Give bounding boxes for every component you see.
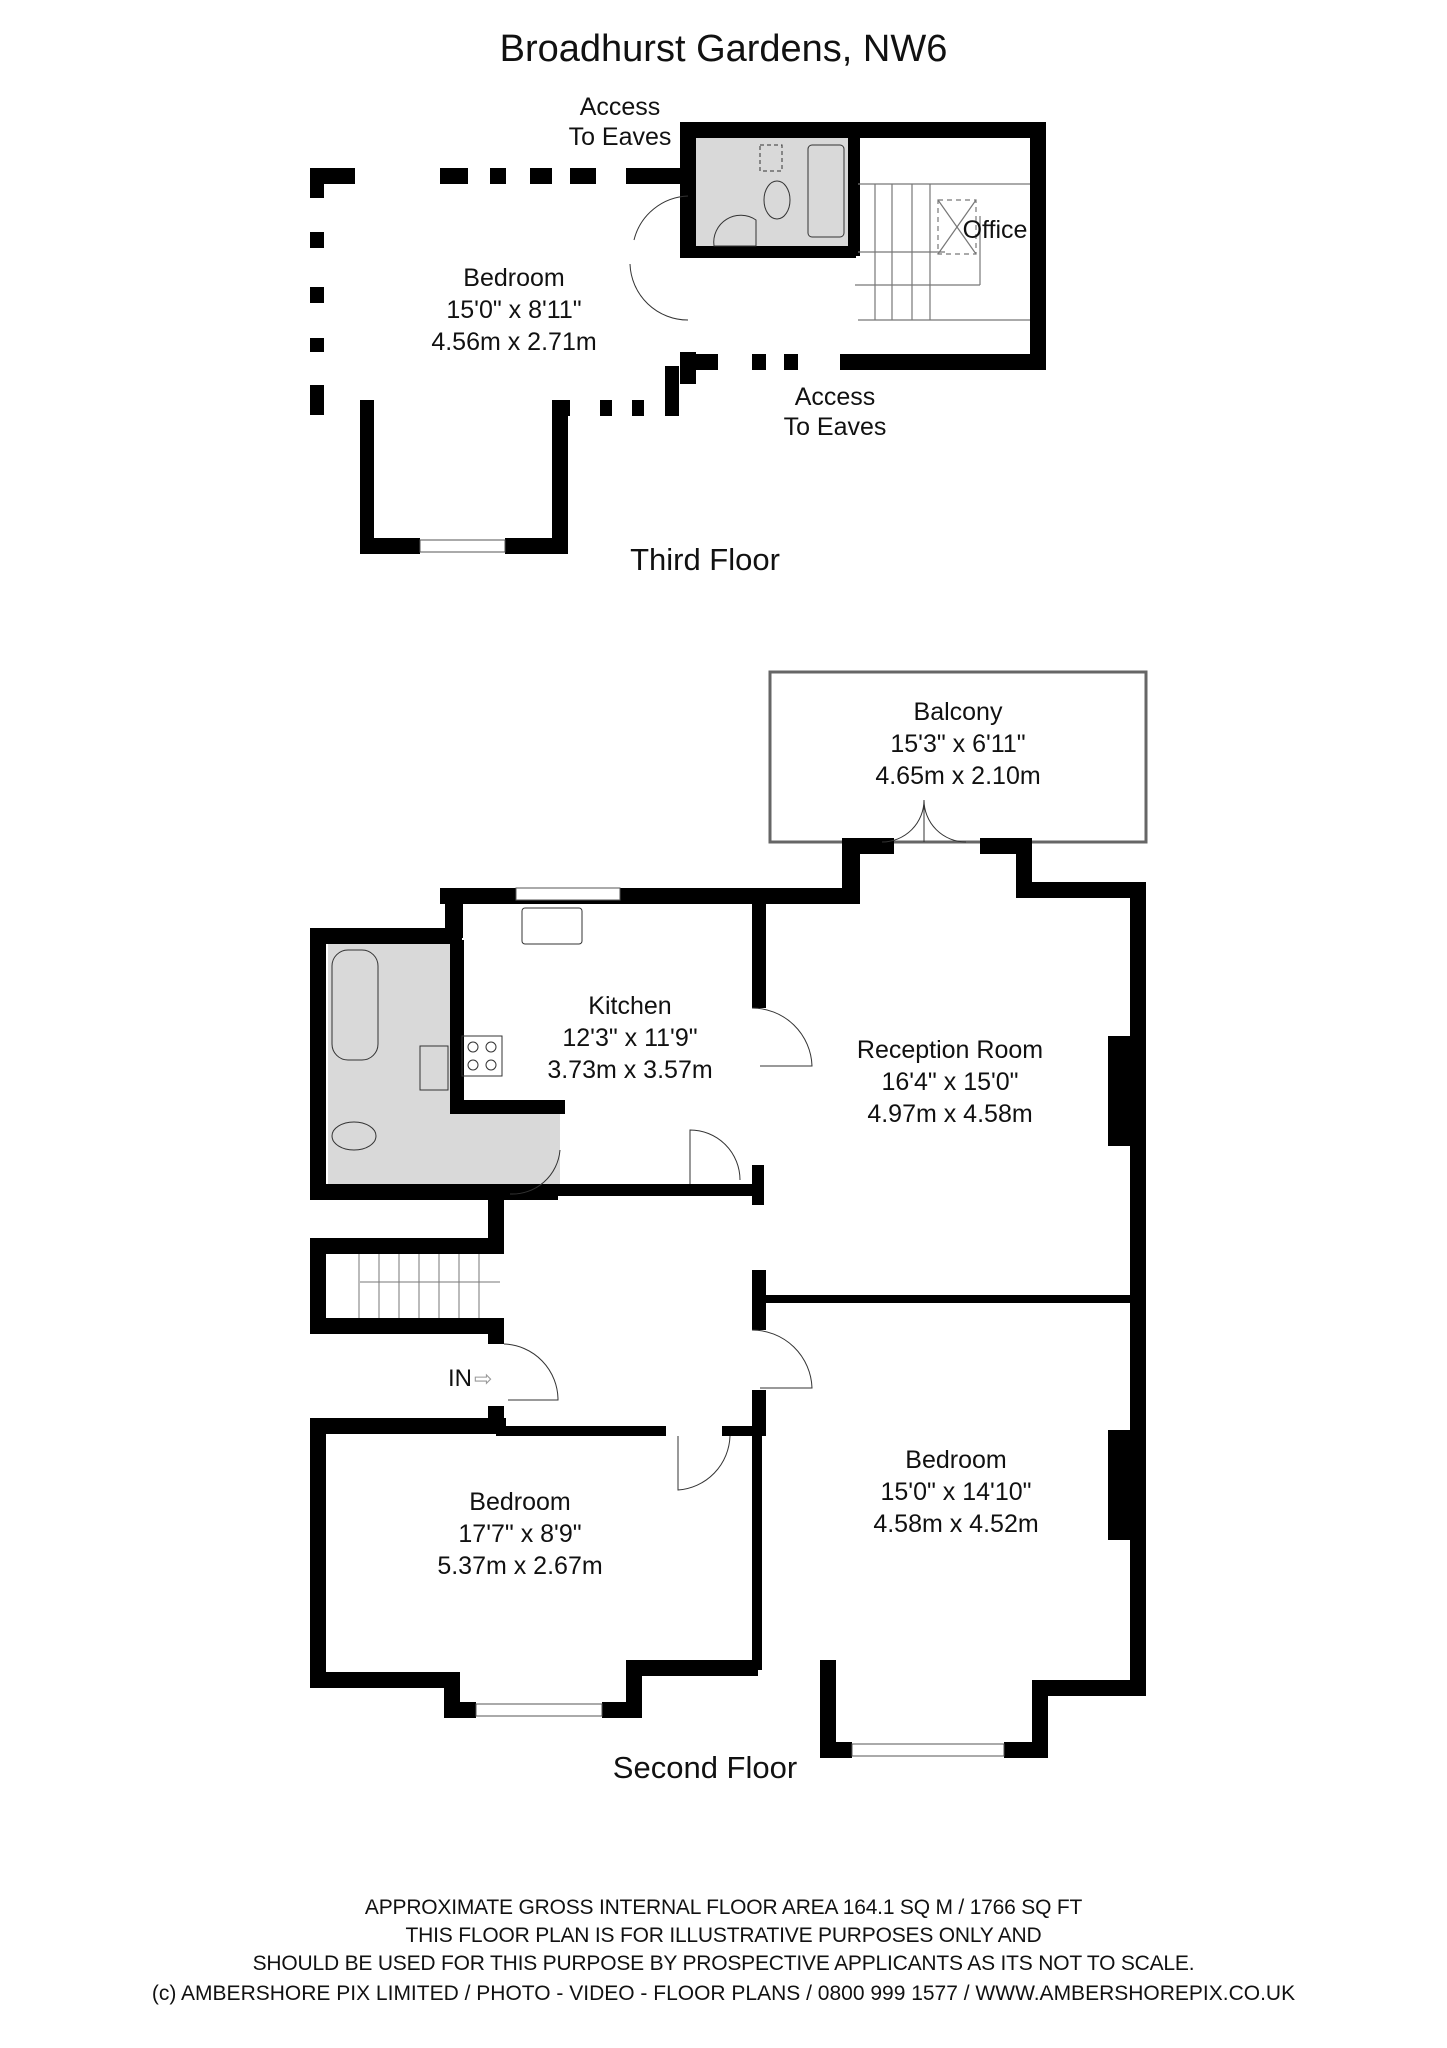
room-second-floor-bedroom-main: Bedroom 15'0" x 14'10" 4.58m x 4.52m bbox=[826, 1444, 1086, 1540]
room-dimensions-imperial: 17'7" x 8'9" bbox=[458, 1520, 582, 1548]
entrance-label: IN bbox=[448, 1365, 472, 1392]
floor-label-second: Second Floor bbox=[612, 1750, 798, 1785]
staircase-second-floor bbox=[358, 1254, 500, 1318]
annotation-line: To Eaves bbox=[568, 123, 672, 151]
annotation-line: To Eaves bbox=[783, 413, 887, 441]
entrance-marker: IN ⇨ bbox=[448, 1365, 492, 1393]
room-dimensions-imperial: 15'0" x 14'10" bbox=[880, 1478, 1032, 1506]
staircase-third-floor bbox=[855, 183, 1030, 321]
room-dimensions-imperial: 15'0" x 8'11" bbox=[446, 296, 582, 324]
room-dimensions-metric: 5.37m x 2.67m bbox=[437, 1552, 603, 1580]
room-dimensions-imperial: 12'3" x 11'9" bbox=[562, 1024, 698, 1052]
entrance-arrow-icon: ⇨ bbox=[474, 1366, 493, 1391]
shower-room-fill bbox=[695, 138, 855, 248]
room-dimensions-imperial: 15'3" x 6'11" bbox=[890, 730, 1026, 758]
room-dimensions-metric: 4.65m x 2.10m bbox=[875, 762, 1041, 790]
room-third-floor-bedroom: Bedroom 15'0" x 8'11" 4.56m x 2.71m bbox=[394, 262, 634, 358]
bathroom-fixtures bbox=[713, 144, 845, 247]
copyright-text: (c) AMBERSHORE PIX LIMITED / PHOTO - VID… bbox=[151, 1982, 1296, 2005]
footer-disclaimer: APPROXIMATE GROSS INTERNAL FLOOR AREA 16… bbox=[0, 1894, 1447, 1978]
room-reception: Reception Room 16'4" x 15'0" 4.97m x 4.5… bbox=[820, 1034, 1080, 1130]
access-to-eaves-label-top: Access To Eaves bbox=[560, 92, 680, 152]
room-dimensions-metric: 4.58m x 4.52m bbox=[873, 1510, 1039, 1538]
room-name: Kitchen bbox=[588, 992, 672, 1020]
floor-label-third: Third Floor bbox=[630, 542, 780, 577]
kitchen-bath-fixtures bbox=[331, 799, 967, 1491]
room-name: Reception Room bbox=[856, 1036, 1044, 1064]
page-title: Broadhurst Gardens, NW6 bbox=[499, 28, 948, 70]
room-dimensions-metric: 3.73m x 3.57m bbox=[547, 1056, 713, 1084]
room-kitchen: Kitchen 12'3" x 11'9" 3.73m x 3.57m bbox=[510, 990, 750, 1086]
disclaimer-line: SHOULD BE USED FOR THIS PURPOSE BY PROSP… bbox=[252, 1952, 1195, 1975]
room-name: Office bbox=[962, 216, 1028, 244]
room-second-floor-bedroom-small: Bedroom 17'7" x 8'9" 5.37m x 2.67m bbox=[390, 1486, 650, 1582]
floor-area-text: APPROXIMATE GROSS INTERNAL FLOOR AREA 16… bbox=[364, 1896, 1083, 1919]
room-name: Bedroom bbox=[463, 264, 565, 292]
room-dimensions-metric: 4.56m x 2.71m bbox=[431, 328, 597, 356]
access-to-eaves-label-bottom: Access To Eaves bbox=[775, 382, 895, 442]
annotation-line: Access bbox=[794, 383, 876, 411]
room-dimensions-imperial: 16'4" x 15'0" bbox=[881, 1068, 1019, 1096]
second-floor-plan bbox=[310, 670, 1148, 1758]
third-floor-plan bbox=[310, 122, 1046, 554]
disclaimer-line: THIS FLOOR PLAN IS FOR ILLUSTRATIVE PURP… bbox=[405, 1924, 1042, 1947]
annotation-line: Access bbox=[579, 93, 661, 121]
room-dimensions-metric: 4.97m x 4.58m bbox=[867, 1100, 1033, 1128]
room-name: Bedroom bbox=[905, 1446, 1007, 1474]
room-balcony: Balcony 15'3" x 6'11" 4.65m x 2.10m bbox=[838, 696, 1078, 792]
room-name: Balcony bbox=[913, 698, 1003, 726]
room-office: Office bbox=[955, 214, 1035, 246]
balcony-outline bbox=[768, 670, 1148, 844]
room-name: Bedroom bbox=[469, 1488, 571, 1516]
